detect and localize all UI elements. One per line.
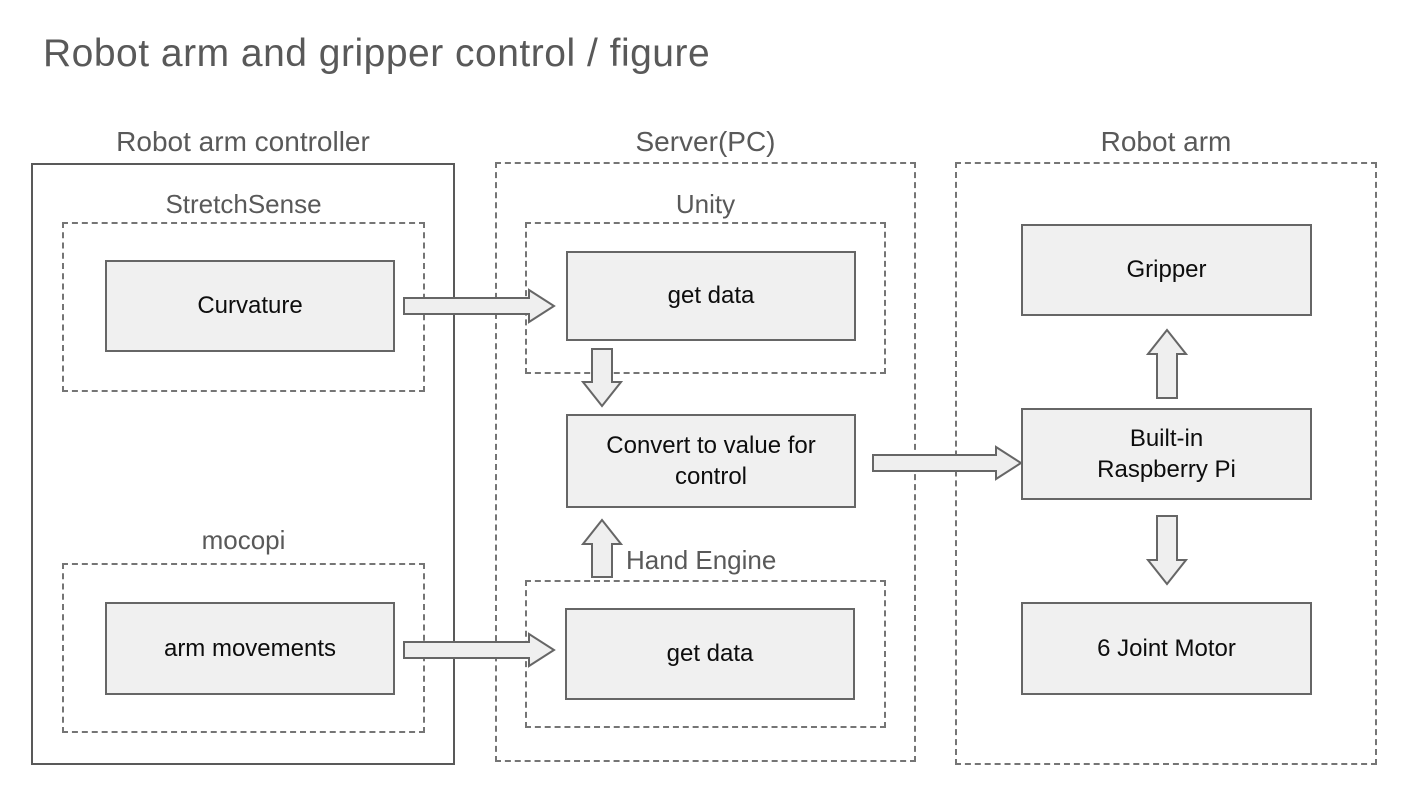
server-heading: Server(PC) bbox=[635, 126, 776, 157]
raspberry-pi-node: Built-in Raspberry Pi bbox=[1021, 408, 1312, 500]
arrow-curvature-to-getdata bbox=[403, 288, 556, 324]
gripper-node: Gripper bbox=[1021, 224, 1312, 316]
arrow-arm-movements-to-getdata bbox=[403, 632, 556, 668]
mocopi-label: mocopi bbox=[201, 525, 286, 555]
joint-motor-node: 6 Joint Motor bbox=[1021, 602, 1312, 695]
curvature-node: Curvature bbox=[105, 260, 395, 352]
arrow-raspberrypi-to-gripper bbox=[1146, 328, 1188, 399]
arrow-handengine-to-convert bbox=[581, 518, 623, 578]
convert-node: Convert to value for control bbox=[566, 414, 856, 508]
page-title: Robot arm and gripper control / figure bbox=[43, 32, 711, 75]
unity-label: Unity bbox=[675, 189, 736, 219]
controller-container bbox=[31, 163, 455, 765]
arrow-getdata-to-convert bbox=[581, 348, 623, 408]
unity-get-data-node: get data bbox=[566, 251, 856, 341]
arrow-convert-to-raspberrypi bbox=[872, 445, 1023, 481]
hand-engine-get-data-node: get data bbox=[565, 608, 855, 700]
arm-movements-node: arm movements bbox=[105, 602, 395, 695]
hand-engine-label: Hand Engine bbox=[626, 545, 777, 575]
robot-arm-heading: Robot arm bbox=[1100, 126, 1232, 157]
arrow-raspberrypi-to-jointmotor bbox=[1146, 515, 1188, 586]
stretchsense-label: StretchSense bbox=[165, 189, 322, 219]
controller-heading: Robot arm controller bbox=[116, 126, 370, 157]
